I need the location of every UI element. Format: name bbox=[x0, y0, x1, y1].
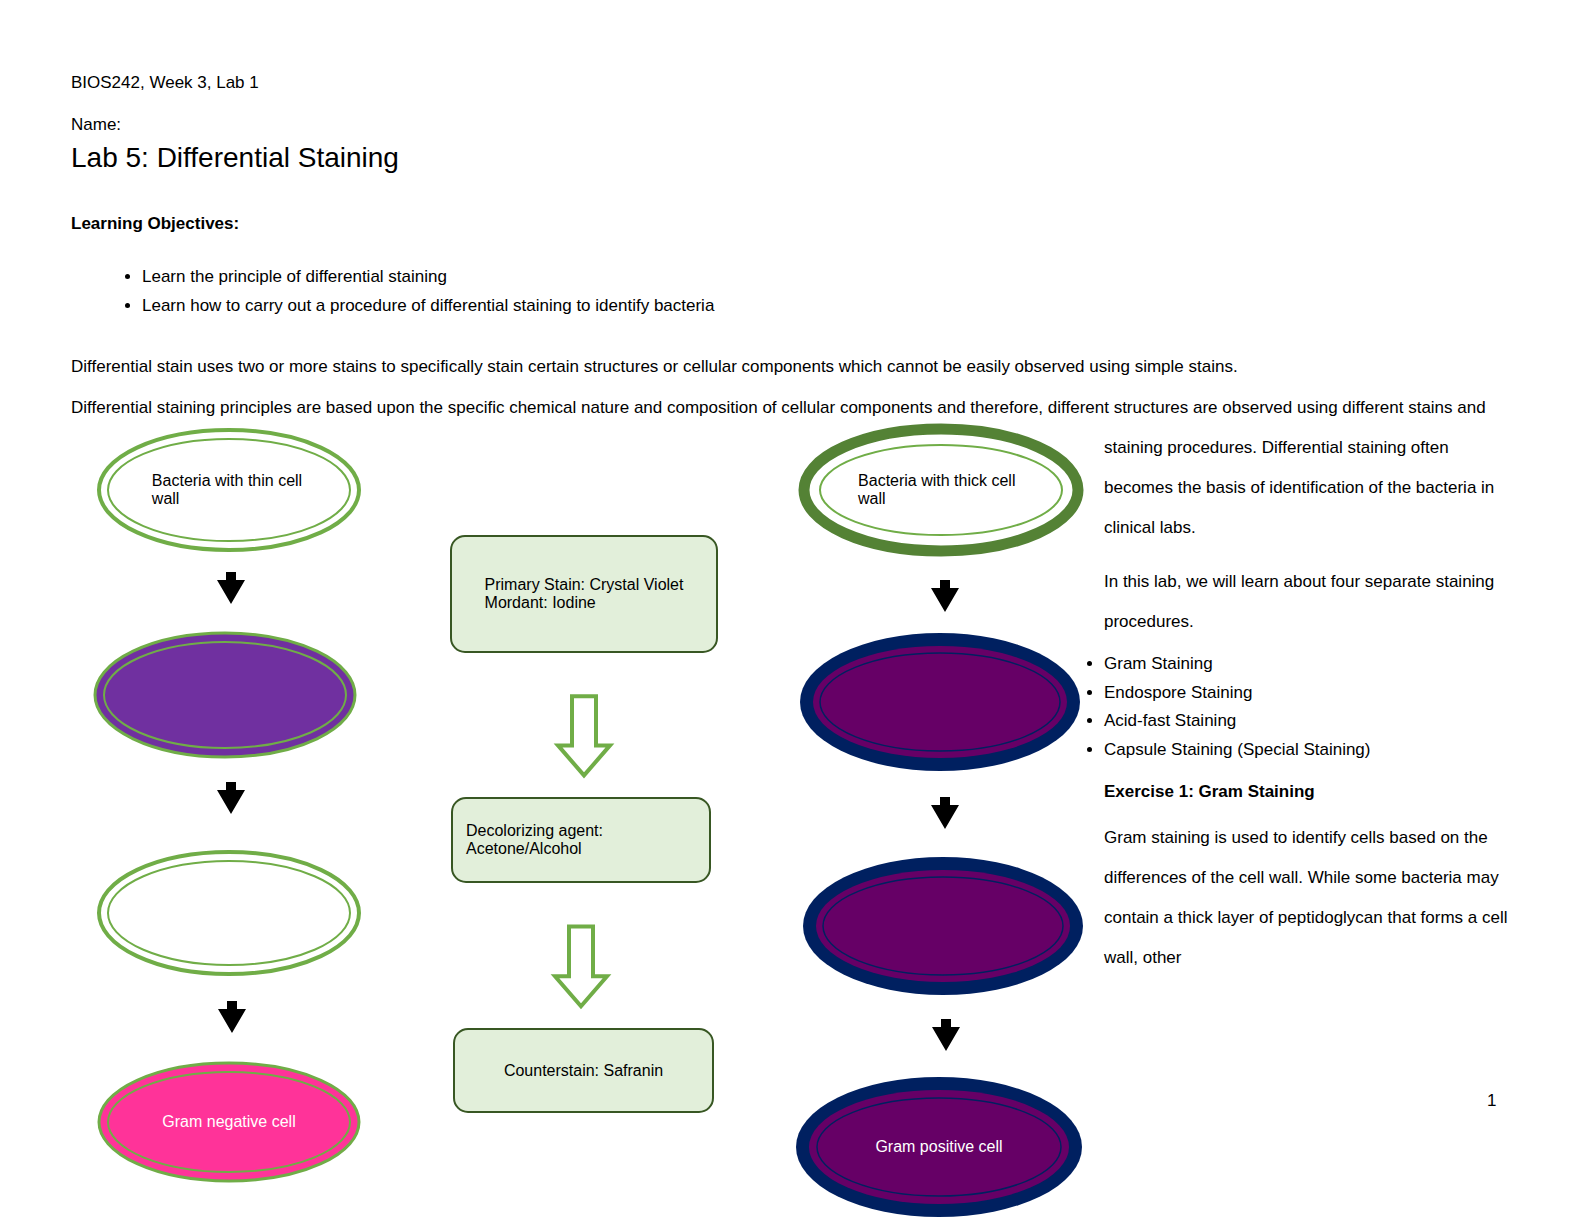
process-box: Counterstain: Safranin bbox=[453, 1028, 714, 1113]
procedure-item: Gram Staining bbox=[143, 650, 1516, 679]
cell-oval: Bacteria with thin cell wall bbox=[96, 427, 362, 553]
objective-item: Learn the principle of differential stai… bbox=[142, 262, 714, 291]
node-text: Bacteria with thin cell wall bbox=[152, 472, 306, 508]
node-label: Bacteria with thick cell wall bbox=[858, 472, 1024, 508]
procedure-item: Acid-fast Staining bbox=[143, 707, 1516, 736]
cell-oval: Gram negative cell bbox=[96, 1060, 362, 1184]
procedure-item: Capsule Staining (Special Staining) bbox=[143, 736, 1516, 765]
node-label: Decolorizing agent: Acetone/Alcohol bbox=[466, 822, 696, 858]
node-text: Bacteria with thick cell wall bbox=[858, 472, 1024, 508]
procedure-item: Endospore Staining bbox=[143, 679, 1516, 708]
section-heading: Learning Objectives: bbox=[71, 214, 239, 234]
node-label: Gram negative cell bbox=[162, 1113, 295, 1131]
node-text: Gram positive cell bbox=[875, 1138, 1002, 1156]
name-field: Name: bbox=[71, 115, 121, 135]
objective-list: Learn the principle of differential stai… bbox=[71, 262, 714, 320]
flow-arrow bbox=[558, 696, 610, 775]
node-label: Counterstain: Safranin bbox=[504, 1062, 663, 1080]
page-number: 1 bbox=[1487, 1091, 1496, 1111]
cell-oval: Gram positive cell bbox=[796, 1077, 1082, 1217]
process-box: Primary Stain: Crystal VioletMordant: Io… bbox=[450, 535, 718, 653]
procedure-list: Gram StainingEndospore StainingAcid-fast… bbox=[71, 650, 1516, 764]
page-title: Lab 5: Differential Staining bbox=[71, 140, 399, 176]
node-label: Bacteria with thin cell wall bbox=[152, 472, 306, 508]
intro-paragraph: Differential stain uses two or more stai… bbox=[71, 355, 1516, 379]
node-label: Primary Stain: Crystal Violet bbox=[485, 576, 684, 594]
node-text: Decolorizing agent: Acetone/Alcohol bbox=[466, 822, 696, 858]
node-text: Gram negative cell bbox=[162, 1113, 295, 1131]
objective-item: Learn how to carry out a procedure of di… bbox=[142, 291, 714, 320]
exercise-paragraph: Gram staining is used to identify cells … bbox=[71, 818, 1516, 978]
node-outline bbox=[96, 427, 362, 553]
node-text: Primary Stain: Crystal VioletMordant: Io… bbox=[485, 576, 684, 612]
stage-ovals bbox=[95, 633, 1083, 995]
course-header: BIOS242, Week 3, Lab 1 bbox=[71, 73, 259, 93]
cell-oval: Bacteria with thick cell wall bbox=[798, 423, 1084, 557]
exercise-heading: Exercise 1: Gram Staining bbox=[71, 772, 1516, 812]
node-label: Mordant: Iodine bbox=[485, 594, 684, 612]
node-label: Gram positive cell bbox=[875, 1138, 1002, 1156]
node-text: Counterstain: Safranin bbox=[504, 1062, 663, 1080]
flow-arrow bbox=[555, 927, 607, 1007]
intro-paragraph: In this lab, we will learn about four se… bbox=[71, 562, 1516, 642]
process-box: Decolorizing agent: Acetone/Alcohol bbox=[451, 797, 711, 883]
node-outline bbox=[798, 423, 1084, 557]
